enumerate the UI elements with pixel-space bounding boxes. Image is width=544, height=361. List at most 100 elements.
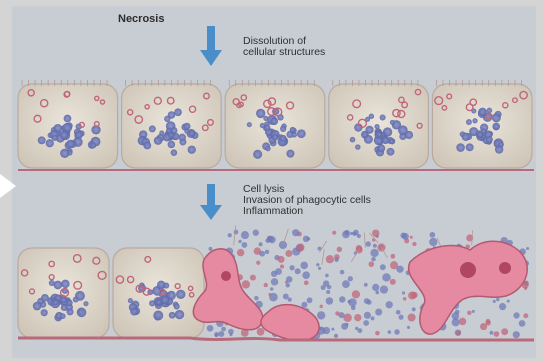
- diagram-title: Necrosis: [118, 14, 164, 25]
- nucleus-fragment: [389, 139, 394, 144]
- nucleus-fragment: [38, 136, 46, 144]
- nucleus-fragment: [405, 131, 413, 139]
- cell-debris: [289, 265, 294, 270]
- nucleus-fragment: [64, 115, 72, 123]
- nucleus-fragment: [265, 146, 270, 151]
- cell-debris: [410, 236, 413, 239]
- nucleus-fragment: [495, 145, 503, 153]
- cell-debris: [253, 230, 259, 236]
- nucleus-fragment: [355, 144, 360, 149]
- nucleus-fragment: [157, 281, 165, 289]
- cell-debris: [295, 268, 301, 274]
- nucleus-fragment: [183, 123, 190, 130]
- cell-debris: [507, 300, 510, 303]
- cell-debris: [390, 254, 395, 259]
- cell-debris: [459, 318, 467, 326]
- cell-debris: [348, 300, 351, 303]
- cell-debris: [207, 325, 214, 332]
- cell-debris: [307, 297, 313, 303]
- cell-debris: [318, 267, 321, 270]
- nucleus-fragment: [472, 118, 477, 123]
- cell-debris: [429, 238, 437, 246]
- nucleus-fragment: [263, 116, 268, 121]
- cell-debris: [285, 250, 292, 257]
- cell-debris: [375, 331, 380, 336]
- nucleus-fragment: [168, 132, 173, 137]
- cell-debris: [335, 311, 339, 315]
- cell-debris: [292, 229, 299, 236]
- nucleus-fragment: [462, 133, 470, 141]
- cell-debris: [348, 276, 353, 281]
- cell-debris: [396, 310, 401, 315]
- nucleus-fragment: [60, 297, 67, 304]
- cell-debris: [386, 301, 393, 308]
- phagocyte-nucleus: [221, 271, 231, 281]
- cell-debris: [372, 229, 379, 236]
- cell-debris: [394, 329, 400, 335]
- nucleus-fragment: [174, 108, 182, 116]
- nucleus-fragment: [128, 298, 133, 303]
- cell-debris: [345, 323, 348, 326]
- cell-debris: [334, 257, 339, 262]
- nucleus-fragment: [73, 297, 79, 303]
- nucleus-fragment: [41, 294, 49, 302]
- cell-debris: [268, 293, 271, 296]
- nucleus-fragment: [75, 131, 83, 139]
- nucleus-fragment: [33, 302, 42, 311]
- cell-debris: [513, 312, 519, 318]
- nucleus-fragment: [374, 124, 379, 129]
- cell-debris: [367, 300, 372, 305]
- nucleus-fragment: [169, 312, 176, 319]
- cell: [225, 84, 325, 168]
- cell-debris: [326, 297, 333, 304]
- cell-debris: [342, 280, 350, 288]
- nucleus-fragment: [171, 149, 178, 156]
- nucleus-fragment: [61, 280, 69, 288]
- phagocyte-nucleus: [499, 262, 511, 274]
- cell-debris: [238, 240, 241, 243]
- cell-debris: [407, 326, 410, 329]
- nucleus-fragment: [286, 150, 294, 158]
- nucleus-fragment: [53, 300, 58, 305]
- nucleus-fragment: [247, 122, 252, 127]
- nucleus-fragment: [175, 310, 184, 319]
- cell-debris: [265, 250, 270, 255]
- cell-debris: [302, 271, 310, 279]
- cell-debris: [334, 334, 338, 338]
- nucleus-fragment: [60, 313, 66, 319]
- cell-debris: [486, 319, 491, 324]
- nucleus-fragment: [189, 131, 195, 137]
- cell-debris: [499, 303, 506, 310]
- cell-debris: [254, 296, 259, 301]
- cell-debris: [242, 280, 250, 288]
- cell-debris: [398, 315, 403, 320]
- nucleus-fragment: [264, 124, 270, 130]
- cell-debris: [523, 313, 528, 318]
- nucleus-fragment: [168, 141, 176, 149]
- nucleus-fragment: [67, 308, 74, 315]
- cell-debris: [352, 290, 360, 298]
- step-1-line-2: cellular structures: [243, 47, 325, 58]
- cell-debris: [519, 320, 526, 327]
- cell-debris: [412, 242, 416, 246]
- cell-debris: [467, 311, 471, 315]
- cell-debris: [228, 233, 232, 237]
- cell-debris: [279, 241, 287, 249]
- cell-debris: [331, 328, 334, 331]
- cell-debris: [326, 290, 330, 294]
- cell-debris: [323, 327, 330, 334]
- nucleus-fragment: [159, 130, 164, 135]
- nucleus-fragment: [61, 304, 68, 311]
- nucleus-fragment: [179, 134, 186, 141]
- cell-debris: [257, 328, 265, 336]
- cell-debris: [317, 311, 325, 319]
- nucleus-fragment: [154, 136, 163, 145]
- nucleus-fragment: [279, 135, 286, 142]
- nucleus-fragment: [40, 301, 46, 307]
- cell-debris: [270, 287, 273, 290]
- cell-debris: [380, 285, 388, 293]
- cell-debris: [300, 262, 308, 270]
- cell-debris: [301, 302, 307, 308]
- nucleus-fragment: [492, 113, 501, 122]
